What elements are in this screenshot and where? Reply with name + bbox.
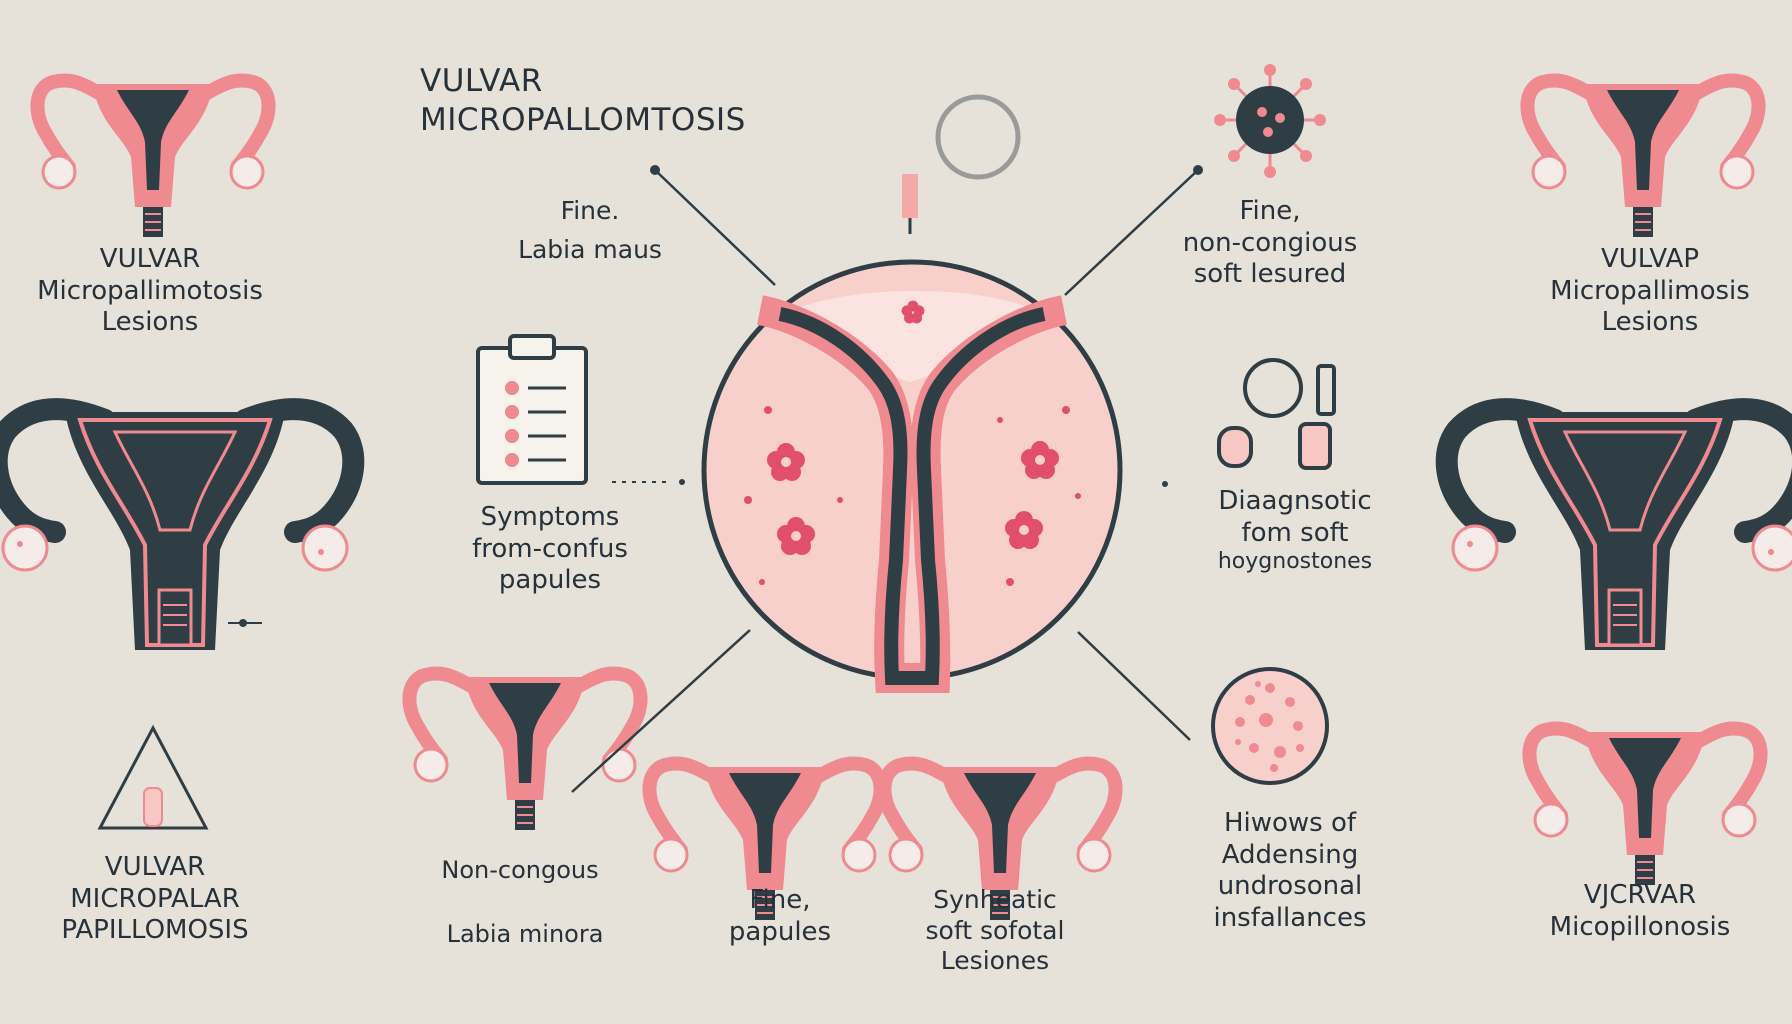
ring-icon [935,94,1021,180]
label-labia-minora: Labia minora [446,920,604,948]
uterus-icon-bottom-right [1529,728,1760,885]
warning-icon [97,724,209,830]
central-vulva-illustration [701,259,1123,693]
label-fine-papules: Fine,papules [728,885,832,947]
label-non-congous: Non-congous [441,856,599,884]
label-fine-labia: Fine.Labia maus [518,196,662,264]
marker-icon [902,174,918,234]
uterus-icon-large-left [0,409,353,650]
connector-lines [571,169,1199,793]
uterus-icon-top-right [1527,80,1758,237]
uterus-icon-top-left [37,80,268,237]
uterus-icon-large-right [1447,409,1792,650]
virus-icon [1214,64,1326,178]
clipboard-icon [476,334,588,485]
uterus-icon-small-left [409,673,640,830]
cells-icon [1211,667,1329,785]
lab-tools-icon [1217,358,1336,470]
